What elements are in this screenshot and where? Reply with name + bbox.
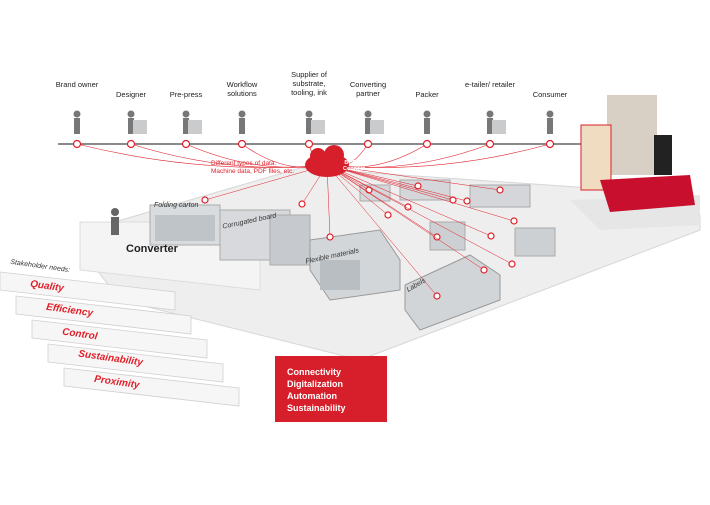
pillar-sustainability: Sustainability [287,403,346,413]
stakeholder-label: Brand owner [55,80,99,89]
stakeholder-label: Converting partner [349,80,387,98]
converter-person-icon [111,208,119,235]
need-slab [15,295,192,335]
timeline-node [126,139,136,149]
pillar-connectivity: Connectivity [287,367,342,377]
stakeholder-label: Packer [415,90,439,99]
pillars-box: Connectivity Digitalization Automation S… [275,356,387,422]
converting-partner-icon [364,110,384,134]
shelf-icon [486,110,506,134]
connection-line [130,143,328,168]
timeline-node [422,139,432,149]
need-slab [0,271,176,311]
timeline-node [237,139,247,149]
corrugated-board-machines [219,209,311,266]
packer-icon [423,110,431,134]
flexible-materials-machines [309,229,401,301]
need-slab [47,343,224,383]
folding-carton-machines [149,204,221,246]
stakeholder-label: e-tailer/ retailer [464,80,516,89]
stakeholder-label: Consumer [532,90,568,99]
data-types-label: Different types of data: Machine data, P… [211,160,295,175]
timeline-node [363,139,373,149]
timeline-node [485,139,495,149]
labels-machines [404,254,501,331]
workflow-icon [238,110,246,134]
need-slab [63,367,240,407]
designer-desk-icon [127,110,147,134]
person-icon [73,110,81,134]
stakeholder-label: Workflow solutions [226,80,258,98]
timeline-node [304,139,314,149]
pillar-digitalization: Digitalization [287,379,343,389]
machine-connection-dots [201,164,518,300]
converter-label: Converter [126,243,178,255]
supplier-icon [305,110,325,134]
bobst-connect-cloud [305,145,349,177]
stakeholder-label: Designer [115,90,146,99]
stakeholder-icons [73,110,554,134]
pillar-automation: Automation [287,391,337,401]
need-slab [31,319,208,359]
packaged-products [580,95,695,212]
prepress-icon [182,110,202,134]
connection-line [326,143,551,168]
timeline-node [181,139,191,149]
shopping-cart-icon [546,110,554,134]
stakeholder-label: Pre-press [169,90,203,99]
timeline-node [545,139,555,149]
stakeholder-label: Supplier of substrate, tooling, ink [291,70,327,97]
timeline-node [72,139,82,149]
needs-slabs [0,271,240,407]
area-label-folding-carton: Folding carton [154,202,199,209]
